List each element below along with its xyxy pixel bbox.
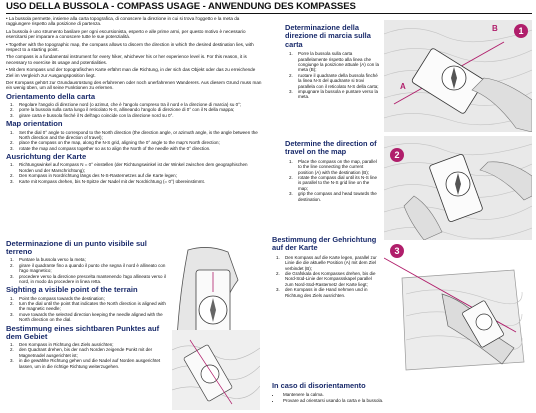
list-item: Karte mit Kompass drehen, bis N-Spitze d…: [15, 179, 263, 184]
intro-de-2: Der Kompass gehört zur Grundausrüstung d…: [6, 80, 262, 91]
map-icon: [384, 143, 532, 240]
list-item: Mantenere la calma.: [281, 392, 534, 397]
list-item: Set the dial 0° angle to correspond to t…: [15, 130, 263, 141]
heading-orient-it: Orientamento della carta: [6, 91, 96, 101]
list-item: procedere verso la direzione prescelta m…: [15, 274, 166, 285]
list-item: Richtungswinkel auf Kompass N = 0° einst…: [15, 162, 263, 173]
steps-dir-de: Den Kompass auf die Karte legen, paralle…: [272, 255, 380, 298]
list-item: place the compass on the map, along the …: [15, 140, 263, 145]
heading-lost-it: In caso di disorientamento: [272, 382, 366, 390]
list-item: turn the dial until the point that indic…: [15, 301, 166, 312]
list-item: Point the compass towards the destinatio…: [15, 296, 166, 301]
right-text-4: In caso di disorientamento Mantenere la …: [272, 382, 534, 413]
compass-on-map-illustration: [172, 330, 260, 410]
left-lower-text: Determinazione di un punto visibile sul …: [6, 238, 166, 413]
map-icon: [384, 28, 532, 132]
step-1-map-figure: 1 A B: [384, 20, 532, 132]
point-b-label: B: [492, 24, 498, 33]
intro-it-2: La bussola è uno strumento basilare per …: [6, 28, 246, 40]
steps-sight-en: Point the compass towards the destinatio…: [6, 296, 166, 323]
step-2-badge: 2: [390, 148, 404, 162]
step-3-map-figure: 3: [384, 244, 532, 378]
list-item: in die gewählte Richtung gehen und die N…: [15, 358, 166, 369]
heading-dir-de: Bestimmung der Gehrichtung auf der Karte: [272, 236, 377, 253]
intro-it-1: • La bussola permette, insieme alla cart…: [6, 16, 240, 27]
intro-en-1: • Together with the topographic map, the…: [6, 41, 254, 53]
step-2-map-figure: 2: [384, 136, 532, 240]
step-1-badge: 1: [514, 24, 528, 38]
steps-dir-it: Porre la bussola sulla carta parallelame…: [285, 51, 380, 100]
list-item: rotate the compass dial until its N-S li…: [294, 175, 380, 191]
heading-orient-de: Ausrichtung der Karte: [6, 152, 87, 162]
list-item: grip the compass and head towards the de…: [294, 191, 380, 202]
list-item: Place the compass on the map, parallel t…: [294, 159, 380, 175]
list-item: girare il quadrante fino a quando il pun…: [15, 263, 166, 274]
steps-orient-it: Regolare l'angolo di direzione nord (o a…: [6, 102, 263, 118]
heading-dir-it: Determinazione della direzione di marcia…: [285, 24, 371, 49]
list-item: girare carta e bussola finché il N dell'…: [15, 113, 263, 118]
steps-sight-de: Den Kompass in Richtung des Ziels ausric…: [6, 342, 166, 369]
steps-orient-en: Set the dial 0° angle to correspond to t…: [6, 130, 263, 152]
heading-orient-en: Map orientation: [6, 119, 63, 129]
point-a-label: A: [400, 82, 406, 91]
right-text-1: Determinazione della direzione di marcia…: [285, 24, 380, 124]
list-item: Regolare l'angolo di direzione nord (o a…: [15, 102, 263, 107]
list-item: Den Kompass auf die Karte legen, paralle…: [281, 255, 380, 271]
list-item: Porre la bussola sulla carta parallelame…: [294, 51, 380, 73]
left-column: • La bussola permette, insieme alla cart…: [6, 16, 263, 411]
list-item: ruotare il quadrante della bussola finch…: [294, 73, 380, 89]
steps-dir-en: Place the compass on the map, parallel t…: [285, 159, 380, 202]
list-lost-it: Mantenere la calma. Provare ad orientars…: [272, 392, 534, 403]
steps-orient-de: Richtungswinkel auf Kompass N = 0° einst…: [6, 162, 263, 184]
map-icon: [172, 339, 260, 405]
list-item: den Quadrant drehen, bis der nach Norden…: [15, 347, 166, 358]
intro-en-2: The compass is a fundamental instrument …: [6, 54, 247, 65]
list-item: Den Kompass in Richtung des Ziels ausric…: [15, 342, 166, 347]
heading-dir-en: Determine the direction of travel on the…: [285, 140, 377, 157]
list-item: rotate the map and compass together so a…: [15, 146, 263, 151]
list-item: die Grafskala des Kompasses drehen, bis …: [281, 271, 380, 287]
title-rule: [6, 13, 532, 14]
list-item: impugnare la bussola e puntare verso la …: [294, 89, 380, 100]
right-text-2: Determine the direction of travel on the…: [285, 140, 380, 230]
page-title: USO DELLA BUSSOLA - COMPASS USAGE - ANWE…: [6, 1, 356, 12]
list-item: Den Kompass in Nordrichtung längs des N-…: [15, 173, 263, 178]
map-icon: [384, 257, 525, 371]
list-item: porre la bussola sulla carta lungo il re…: [15, 107, 263, 112]
right-text-3: Bestimmung der Gehrichtung auf der Karte…: [272, 236, 380, 356]
list-item: Puntare la bussola verso la meta;: [15, 257, 166, 262]
steps-sight-it: Puntare la bussola verso la meta; girare…: [6, 257, 166, 284]
list-item: move towards the selected direction keep…: [15, 312, 166, 323]
list-item: Provare ad orientarsi usando la carta e …: [281, 398, 534, 403]
heading-sight-en: Sighting a visible point of the terrain: [6, 285, 138, 295]
list-item: den Kompass in die Hand nehmen und in Ri…: [281, 287, 380, 298]
intro-de-1: • Mit dem Kompass und der topografischen…: [6, 67, 256, 78]
step-3-badge: 3: [390, 244, 404, 258]
heading-sight-it: Determinazione di un punto visibile sul …: [6, 239, 147, 257]
heading-sight-de: Bestimmung eines sichtbaren Punktes auf …: [6, 323, 160, 341]
